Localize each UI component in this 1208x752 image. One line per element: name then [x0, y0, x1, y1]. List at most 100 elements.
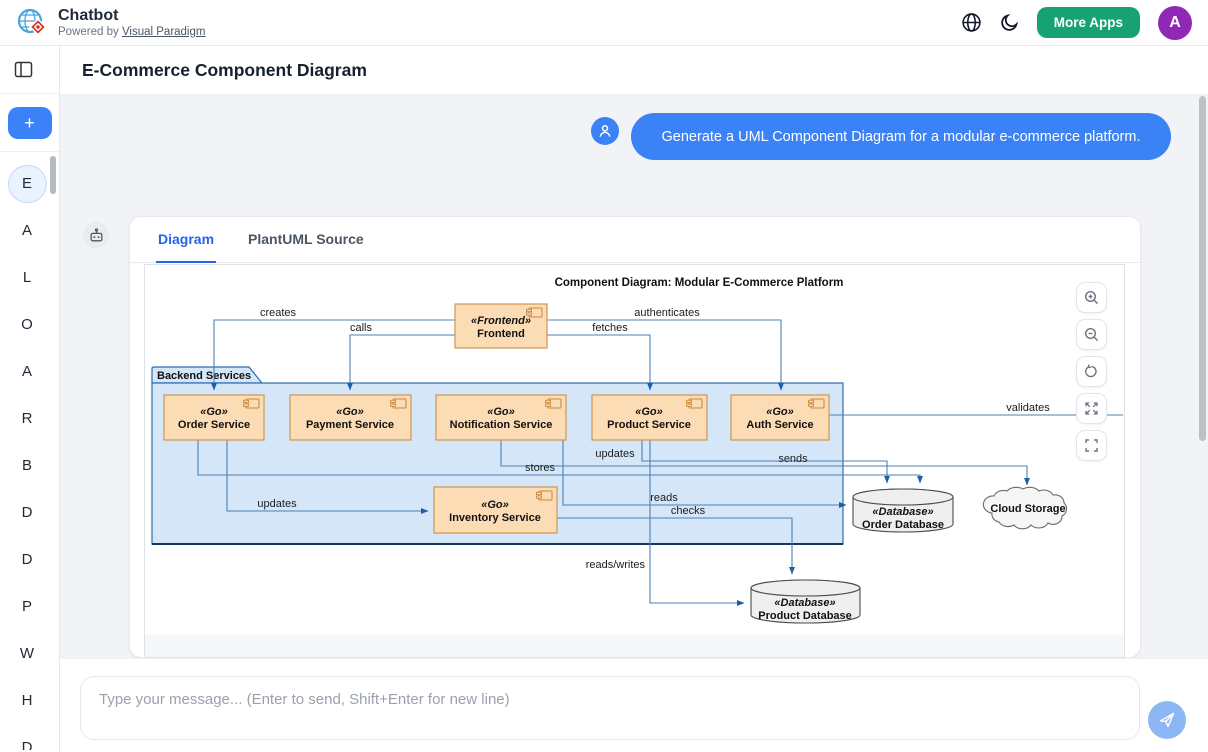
chat-list-item[interactable]: R: [5, 395, 49, 442]
chat-item-label: A: [21, 363, 32, 380]
component-notification-service: «Go» Notification Service: [435, 394, 567, 441]
more-apps-button[interactable]: More Apps: [1036, 7, 1140, 38]
component-stereotype: «Frontend»: [471, 315, 531, 327]
new-chat-row: +: [0, 94, 59, 152]
robot-icon: [90, 227, 102, 241]
edge-reads: reads: [562, 440, 847, 509]
diagram-canvas: Component Diagram: Modular E-Commerce Pl…: [145, 265, 1124, 635]
component-stereotype: «Go»: [766, 406, 794, 418]
dark-mode-button[interactable]: [1000, 13, 1019, 32]
chat-item-label: R: [21, 410, 33, 427]
chat-list-item[interactable]: B: [5, 442, 49, 489]
edge-label: updates: [257, 498, 297, 510]
message-input[interactable]: [80, 676, 1140, 740]
panel-toggle-icon: [14, 61, 33, 78]
chat-item-label: B: [21, 457, 32, 474]
sidebar-toggle-button[interactable]: [14, 61, 33, 78]
edge-label: checks: [671, 505, 706, 517]
tab-diagram[interactable]: Diagram: [156, 217, 217, 263]
chat-list-item[interactable]: D: [5, 489, 49, 536]
header-actions: More Apps A: [961, 5, 1192, 40]
edge-calls: calls: [346, 322, 455, 391]
chat-item-label: D: [21, 551, 33, 568]
edge-label: sends: [778, 453, 808, 465]
tab-plantuml-source[interactable]: PlantUML Source: [248, 231, 364, 247]
zoom-out-icon: [1084, 327, 1099, 342]
component-stereotype: «Go»: [200, 406, 228, 418]
chat-list: E A L O A R B D D P W H D: [0, 152, 59, 750]
main-scrollbar[interactable]: [1199, 96, 1206, 441]
chat-item-label: D: [21, 504, 33, 521]
moon-icon: [1001, 13, 1018, 31]
chat-list-item[interactable]: D: [5, 724, 49, 750]
edge-stores: stores: [197, 440, 924, 484]
cloud-label: Cloud Storage: [990, 503, 1065, 515]
component-frontend: «Frontend» Frontend: [454, 303, 548, 349]
component-stereotype: «Go»: [336, 406, 364, 418]
chat-area: Generate a UML Component Diagram for a m…: [60, 94, 1208, 658]
edge-label: validates: [1006, 402, 1050, 414]
edge-validates: validates: [829, 402, 1123, 416]
page-title: E-Commerce Component Diagram: [82, 59, 367, 80]
language-globe-button[interactable]: [961, 12, 982, 33]
chat-list-item[interactable]: H: [5, 677, 49, 724]
database-order: «Database» Order Database: [852, 488, 954, 533]
component-order-service: «Go» Order Service: [163, 394, 265, 441]
reset-view-button[interactable]: [1076, 356, 1107, 387]
edge-authenticates: authenticates: [547, 307, 785, 391]
app-title: Chatbot: [58, 7, 119, 25]
user-message-avatar: [591, 117, 619, 145]
chat-item-label: A: [21, 222, 32, 239]
person-icon: [599, 125, 611, 137]
chat-list-item[interactable]: W: [5, 630, 49, 677]
zoom-in-button[interactable]: [1076, 282, 1107, 313]
new-chat-button[interactable]: +: [7, 106, 52, 139]
edge-updates-order-db: updates: [595, 440, 891, 484]
chat-list-item[interactable]: A: [5, 207, 49, 254]
diagram-viewport[interactable]: Component Diagram: Modular E-Commerce Pl…: [144, 264, 1125, 658]
top-header: Chatbot Powered by Visual Paradigm More …: [0, 0, 1208, 46]
diagram-card: Diagram PlantUML Source: [129, 216, 1141, 658]
edge-label: calls: [350, 322, 373, 334]
component-name: Inventory Service: [449, 512, 541, 524]
fit-screen-button[interactable]: [1076, 430, 1107, 461]
sidebar: + E A L O A R B D D P W H D: [0, 46, 60, 752]
edge-label: creates: [260, 307, 297, 319]
package-label: Backend Services: [157, 370, 251, 382]
expand-button[interactable]: [1076, 393, 1107, 424]
chat-item-label: H: [21, 692, 33, 709]
title-row: E-Commerce Component Diagram: [60, 46, 1208, 94]
edge-label: stores: [525, 462, 555, 474]
chat-list-item[interactable]: O: [5, 301, 49, 348]
send-button[interactable]: [1148, 701, 1186, 739]
zoom-in-icon: [1084, 290, 1099, 305]
component-name: Frontend: [477, 328, 525, 340]
card-tabs: Diagram PlantUML Source: [130, 217, 1140, 263]
visual-paradigm-link[interactable]: Visual Paradigm: [121, 25, 206, 38]
globe-icon: [962, 13, 981, 32]
edge-label: reads: [650, 492, 678, 504]
edge-checks: checks: [557, 505, 796, 575]
sidebar-scrollbar[interactable]: [50, 156, 56, 194]
reset-rotate-icon: [1085, 364, 1097, 378]
powered-by: Powered by Visual Paradigm: [58, 26, 205, 38]
component-name: Notification Service: [450, 419, 553, 431]
zoom-out-button[interactable]: [1076, 319, 1107, 350]
edge-reads-writes: reads/writes: [586, 440, 745, 607]
edge-label: fetches: [592, 322, 628, 334]
chat-list-item[interactable]: L: [5, 254, 49, 301]
database-product: «Database» Product Database: [750, 579, 861, 624]
component-name: Order Service: [178, 419, 250, 431]
chat-list-item[interactable]: P: [5, 583, 49, 630]
chat-list-item[interactable]: A: [5, 348, 49, 395]
brand-block: Chatbot Powered by Visual Paradigm: [58, 7, 205, 37]
fit-corners-icon: [1085, 439, 1098, 452]
cloud-storage-node: Cloud Storage: [982, 486, 1068, 530]
sidebar-top: [0, 46, 59, 94]
chat-list-item[interactable]: D: [5, 536, 49, 583]
edge-fetches: fetches: [547, 322, 654, 391]
user-avatar-badge[interactable]: A: [1158, 5, 1192, 40]
paper-plane-icon: [1159, 712, 1175, 728]
chat-list-item[interactable]: E: [5, 160, 49, 207]
